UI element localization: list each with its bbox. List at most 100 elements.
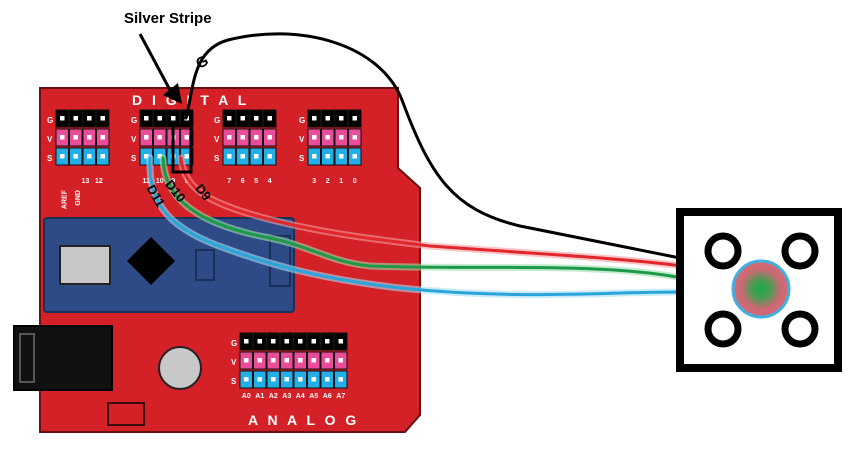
pin-socket xyxy=(157,154,162,159)
pin-label: 7 xyxy=(227,178,231,185)
pin-socket xyxy=(227,135,232,140)
pin-socket xyxy=(325,135,330,140)
row-label: G xyxy=(231,339,237,348)
power-jack xyxy=(13,325,113,391)
pin-label: 2 xyxy=(326,178,330,185)
row-label: G xyxy=(299,116,305,125)
pin-socket xyxy=(298,358,303,363)
pin-socket xyxy=(338,358,343,363)
pin-socket xyxy=(144,154,149,159)
pin-socket xyxy=(339,154,344,159)
row-label: S xyxy=(231,377,237,386)
pin-socket xyxy=(60,135,65,140)
pin-socket xyxy=(60,116,65,121)
pin-socket xyxy=(298,377,303,382)
pin-socket xyxy=(311,377,316,382)
pin-socket xyxy=(325,339,330,344)
pin-socket xyxy=(184,154,189,159)
rgb-led-module xyxy=(676,208,842,372)
pin-socket xyxy=(352,116,357,121)
pin-socket xyxy=(312,116,317,121)
small-connector xyxy=(107,402,145,426)
pin-socket xyxy=(73,116,78,121)
pin-label: 3 xyxy=(312,178,316,185)
pin-socket xyxy=(339,135,344,140)
d10-wire xyxy=(161,156,684,280)
pin-socket xyxy=(254,135,259,140)
pin-socket xyxy=(267,154,272,159)
pin-label: A4 xyxy=(296,393,305,400)
row-label: V xyxy=(299,135,305,144)
row-label: V xyxy=(47,135,53,144)
pin-socket xyxy=(227,154,232,159)
pin-socket xyxy=(244,377,249,382)
mounting-hole-top-right xyxy=(781,232,819,270)
pin-socket xyxy=(338,339,343,344)
pin-socket xyxy=(312,154,317,159)
pin-socket xyxy=(244,358,249,363)
pin-label: A2 xyxy=(269,393,278,400)
pin-label: 4 xyxy=(268,178,272,185)
pin-socket xyxy=(73,154,78,159)
silver-stripe-arrow xyxy=(138,33,182,104)
pin-socket xyxy=(244,339,249,344)
d11-wire xyxy=(148,156,684,297)
pin-socket xyxy=(311,358,316,363)
row-label: S xyxy=(131,154,137,163)
row-label: G xyxy=(131,116,137,125)
pin-socket xyxy=(100,154,105,159)
pin-socket xyxy=(144,116,149,121)
pin-socket xyxy=(325,116,330,121)
pin-socket xyxy=(257,358,262,363)
pin-socket xyxy=(271,358,276,363)
pin-socket xyxy=(184,135,189,140)
pin-socket xyxy=(271,377,276,382)
ground-wire xyxy=(184,32,682,260)
row-label: S xyxy=(214,154,220,163)
row-label: V xyxy=(214,135,220,144)
pin-label: 13 xyxy=(81,178,89,185)
pin-label: A0 xyxy=(242,393,251,400)
pin-label: 10 xyxy=(156,178,164,185)
pin-socket xyxy=(73,135,78,140)
pin-socket xyxy=(325,377,330,382)
pin-socket xyxy=(284,339,289,344)
processor-chip xyxy=(126,236,176,286)
power-jack-inner xyxy=(19,333,35,383)
pin-label: 12 xyxy=(95,178,103,185)
rgb-led-lens xyxy=(731,259,791,319)
pin-socket xyxy=(267,135,272,140)
pin-label: A5 xyxy=(309,393,318,400)
pin-socket xyxy=(311,339,316,344)
pin-socket xyxy=(240,116,245,121)
row-label: G xyxy=(214,116,220,125)
pin-socket xyxy=(284,377,289,382)
crystal-component xyxy=(195,249,215,281)
row-label: S xyxy=(47,154,53,163)
pin-socket xyxy=(325,154,330,159)
pin-label: GND xyxy=(75,190,82,206)
pin-socket xyxy=(87,154,92,159)
pin-socket xyxy=(267,116,272,121)
pin-label: A3 xyxy=(282,393,291,400)
pin-socket xyxy=(100,116,105,121)
pin-socket xyxy=(338,377,343,382)
pin-label: A1 xyxy=(255,393,264,400)
pin-socket xyxy=(339,116,344,121)
pin-socket xyxy=(352,135,357,140)
pin-label: A6 xyxy=(323,393,332,400)
pin-socket xyxy=(312,135,317,140)
reset-button xyxy=(158,346,202,390)
mounting-hole-bottom-left xyxy=(704,310,742,348)
pin-socket xyxy=(254,154,259,159)
pin-socket xyxy=(60,154,65,159)
pin-socket xyxy=(352,154,357,159)
pin-label: 6 xyxy=(241,178,245,185)
pin-socket xyxy=(257,377,262,382)
row-label: G xyxy=(47,116,53,125)
